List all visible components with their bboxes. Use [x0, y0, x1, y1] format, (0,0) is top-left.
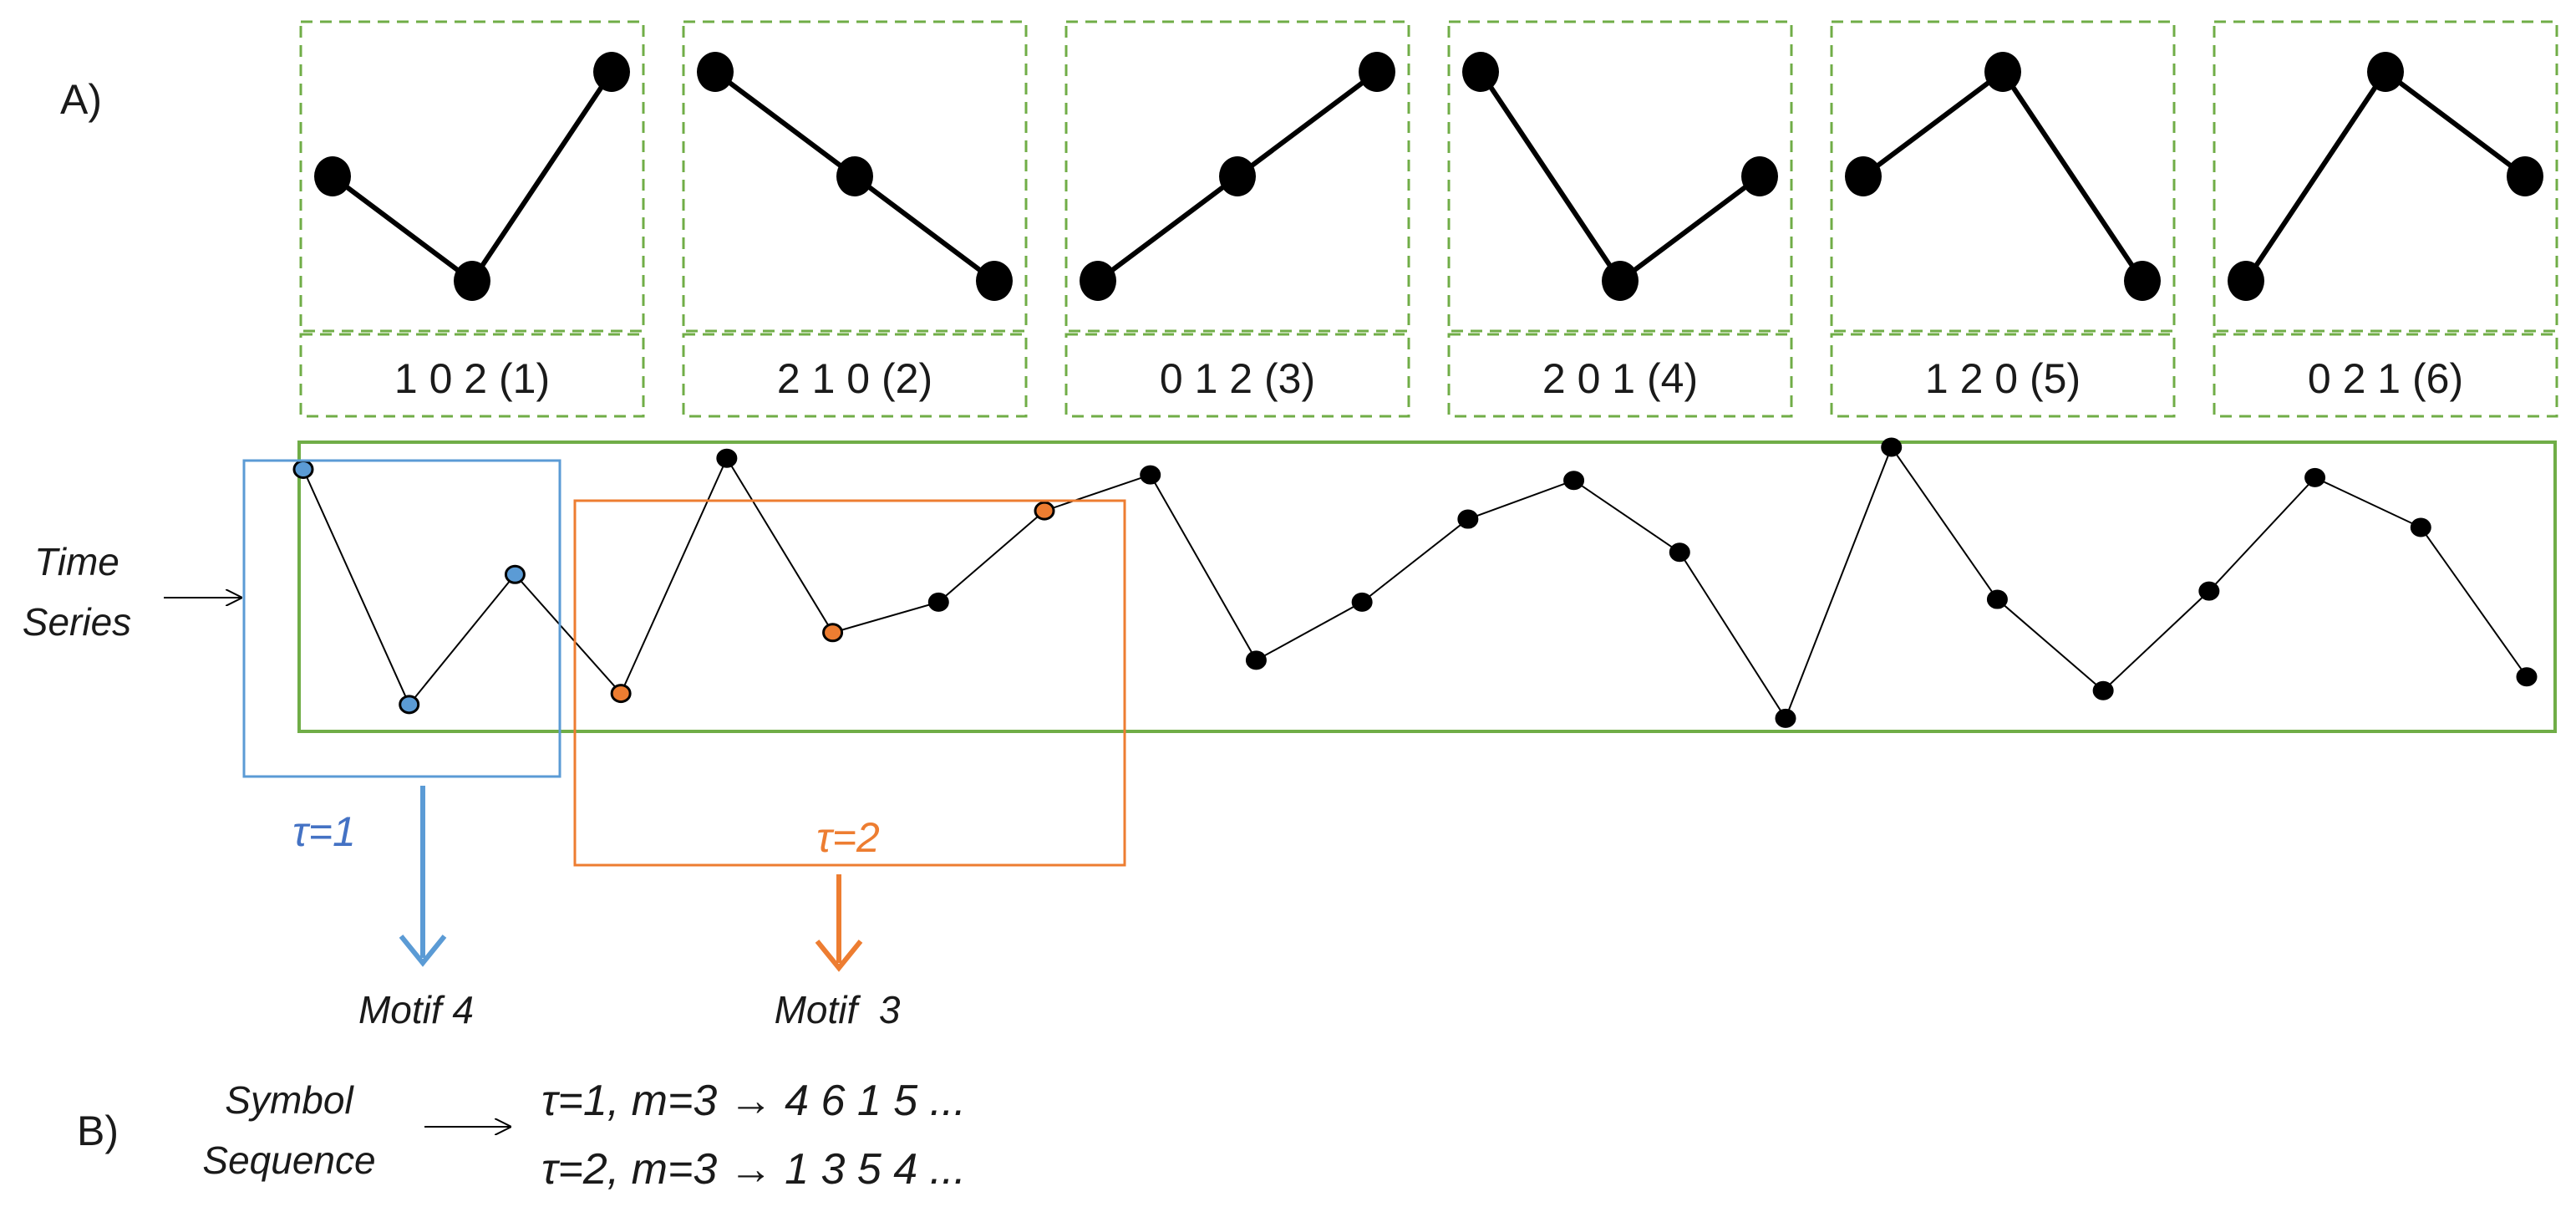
time-series-point-highlighted: [504, 564, 526, 584]
motif-code-label: 2 0 1 (4): [1542, 355, 1698, 402]
time-series-point: [1986, 589, 2008, 609]
time-series-point: [1351, 592, 1373, 612]
tau1-window: [242, 459, 561, 778]
panel-a-label: A): [60, 76, 102, 123]
motif-1: 1 0 2 (1): [299, 20, 645, 418]
motif-code-box: [1447, 333, 1793, 418]
motif-point: [976, 261, 1013, 301]
tau1-arrow: [399, 786, 447, 967]
motif-point: [697, 52, 734, 92]
motif-point: [2367, 52, 2404, 92]
motif-templates: 1 0 2 (1) 2 1 0 (2) 0 1 2 (3) 2 0 1 (4) 1 2 …: [299, 20, 2558, 418]
motif-point: [1984, 52, 2021, 92]
time-series-point: [2516, 667, 2538, 687]
motif-point: [1080, 261, 1116, 301]
time-series-point-highlighted: [822, 623, 844, 643]
symbol-sequence-tau1: τ=1, m=3 → 4 6 1 5 ...: [541, 1077, 966, 1125]
time-series-label-line2: Series: [23, 600, 131, 644]
motif-5: 1 2 0 (5): [1830, 20, 2176, 418]
time-series-point: [1881, 437, 1903, 457]
symbol-sequence-tau2: τ=2, m=3 → 1 3 5 4 ...: [541, 1145, 966, 1194]
motif-3: 0 1 2 (3): [1064, 20, 1410, 418]
tau1-motif-label: Motif 4: [358, 988, 474, 1031]
time-series-point: [2092, 680, 2114, 700]
time-series-point: [2410, 517, 2431, 537]
motif-point: [1845, 156, 1882, 196]
motif-point: [314, 156, 351, 196]
symbol-sequence-label-line1: Symbol: [225, 1078, 354, 1122]
motif-point: [1741, 156, 1778, 196]
time-series-point: [1563, 471, 1585, 491]
panel-b-label: B): [77, 1108, 119, 1154]
motif-code-label: 0 1 2 (3): [1160, 355, 1315, 402]
motif-2: 2 1 0 (2): [682, 20, 1028, 418]
tau2-arrow: [815, 874, 863, 972]
time-series-point: [2198, 581, 2220, 601]
motif-code-label: 1 0 2 (1): [394, 355, 550, 402]
motif-point: [2507, 156, 2543, 196]
time-series-point-highlighted: [610, 684, 632, 704]
time-series-point: [1245, 650, 1267, 670]
tau2-motif-label: Motif 3: [775, 988, 901, 1031]
motif-line: [331, 70, 614, 285]
tau2-label: τ=2: [816, 814, 880, 861]
time-series-point: [1775, 708, 1796, 728]
motif-point: [2124, 261, 2161, 301]
motif-point: [1462, 52, 1499, 92]
motif-code-box: [1064, 333, 1410, 418]
motif-line: [1478, 70, 1761, 285]
time-series-point: [1140, 465, 1161, 485]
motif-code-label: 0 2 1 (6): [2308, 355, 2463, 402]
time-series-point: [716, 448, 738, 468]
motif-point: [2228, 261, 2264, 301]
tau2-window: [573, 499, 1126, 867]
motif-code-box: [1830, 333, 2176, 418]
time-series-point-highlighted: [399, 695, 420, 715]
time-series-line: [302, 445, 2528, 721]
motif-code-label: 1 2 0 (5): [1925, 355, 2081, 402]
motif-line: [2243, 68, 2527, 283]
motif-point: [454, 261, 490, 301]
time-series-point-highlighted: [292, 459, 314, 479]
symbol-sequence-label-line2: Sequence: [202, 1138, 375, 1182]
motif-point: [836, 156, 873, 196]
motif-code-box: [682, 333, 1028, 418]
time-series-point: [1669, 542, 1690, 563]
motif-point: [593, 52, 630, 92]
time-series-point-highlighted: [1034, 501, 1055, 521]
motif-4: 2 0 1 (4): [1447, 20, 1793, 418]
motif-code-label: 2 1 0 (2): [777, 355, 932, 402]
motif-code-box: [2213, 333, 2558, 418]
time-series-label-line1: Time: [34, 540, 119, 583]
time-series-point: [1457, 509, 1479, 529]
time-series-point: [2304, 467, 2326, 487]
motif-point: [1219, 156, 1256, 196]
motif-line: [1862, 68, 2145, 283]
motif-code-box: [299, 333, 645, 418]
motif-point: [1359, 52, 1395, 92]
motif-6: 0 2 1 (6): [2213, 20, 2558, 418]
motif-point: [1602, 261, 1639, 301]
time-series-frame: [297, 441, 2557, 733]
time-series-point: [927, 592, 949, 612]
tau1-label: τ=1: [292, 808, 356, 855]
time-series-plot: [292, 437, 2538, 728]
